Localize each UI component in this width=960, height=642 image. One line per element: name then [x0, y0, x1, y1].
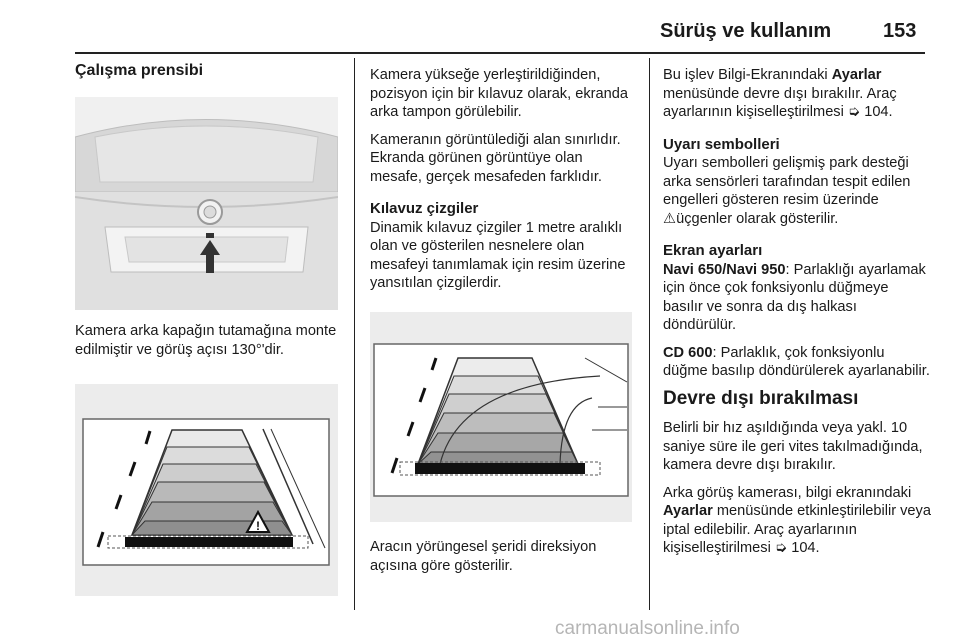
running-header-title: Sürüş ve kullanım [660, 20, 832, 42]
column-2: Kamera yükseğe yerleştirildiğinden, pozi… [370, 66, 638, 302]
paragraph: Bu işlev Bilgi-Ekranındaki Ayarlar menüs… [663, 67, 897, 120]
page-ref-arrow-icon: ➭ [774, 540, 792, 556]
subheading: Kılavuz çizgiler [370, 200, 638, 219]
trajectory-display-illustration [370, 312, 632, 522]
figure-caption: Aracın yörüngesel şeridi direksiyon açıs… [370, 539, 597, 574]
figure-caption: Kamera arka kapağın tutamağına monte edi… [75, 323, 337, 358]
column-divider [649, 58, 650, 610]
watermark: carmanualsonline.info [555, 618, 740, 639]
section-heading: Çalışma prensibi [75, 62, 204, 79]
tailgate-drawing [75, 97, 338, 310]
subheading-text: Ekran ayarları [663, 242, 763, 259]
paragraph: Uyarı sembolleri gelişmiş park desteği a… [663, 155, 911, 227]
column-3: Bu işlev Bilgi-Ekranındaki Ayarlar menüs… [663, 66, 931, 567]
trajectory-drawing [370, 312, 632, 522]
tailgate-camera-illustration [75, 97, 338, 310]
camera-display-illustration: ! [75, 384, 338, 596]
subheading: Ekran ayarları [663, 242, 931, 261]
subheading-text: Uyarı sembolleri [663, 135, 780, 153]
paragraph: CD 600: Parlaklık, çok fonksiyonlu düğme… [663, 344, 930, 380]
column-1: Çalışma prensibi [75, 62, 340, 81]
column-divider [354, 58, 355, 610]
paragraph: Navi 650/Navi 950: Parlaklığı ayarlamak … [663, 261, 926, 334]
warning-triangle-icon [245, 509, 271, 533]
paragraph: Kamera yükseğe yerleştirildiğinden, pozi… [370, 67, 628, 120]
column-2-caption-block: Aracın yörüngesel şeridi direksiyon açıs… [370, 538, 638, 584]
column-1-caption-block: Kamera arka kapağın tutamağına monte edi… [75, 322, 340, 368]
section-heading: Devre dışı bırakılması [663, 387, 859, 409]
page-reference-link[interactable]: 104. [864, 104, 893, 120]
paragraph: Dinamik kılavuz çizgiler 1 metre aralıkl… [370, 219, 626, 292]
paragraph: Belirli bir hız aşıldığında veya yakl. 1… [663, 420, 923, 473]
subheading-text: Kılavuz çizgiler [370, 200, 479, 217]
paragraph: Kameranın görüntülediği alan sınırlıdır.… [370, 131, 621, 185]
camera-display-drawing: ! [75, 384, 338, 596]
page-reference-link[interactable]: 104. [791, 540, 820, 556]
page-number: 153 [883, 20, 917, 42]
subheading: Uyarı sembolleri [663, 136, 931, 155]
paragraph: Arka görüş kamerası, bilgi ekranındaki A… [663, 484, 931, 557]
warning-triangle-icon: ⚠ [663, 210, 677, 227]
header-divider [75, 52, 925, 54]
warning-mark: ! [256, 519, 260, 533]
page-ref-arrow-icon: ➭ [847, 104, 865, 120]
